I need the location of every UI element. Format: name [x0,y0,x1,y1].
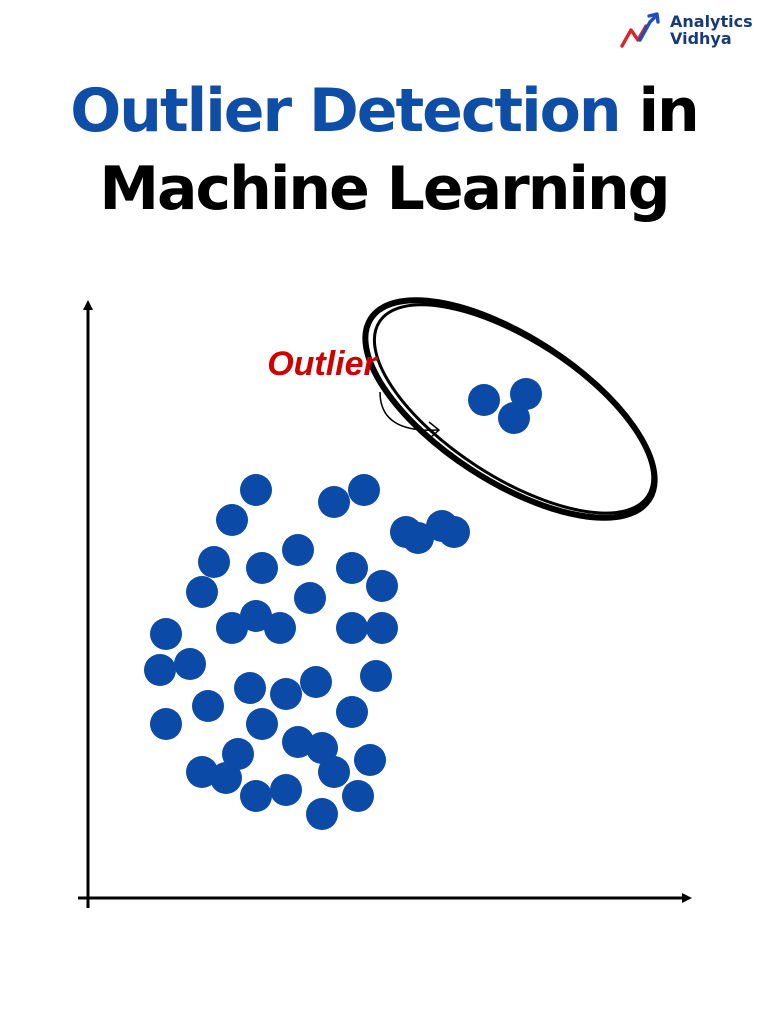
annotation-arrow-line [379,391,439,431]
cluster-point-1 [210,762,242,794]
cluster-point-27 [366,612,398,644]
cluster-point-14 [192,690,224,722]
page-title: Outlier Detection in Machine Learning [0,72,768,228]
cluster-point-35 [216,504,248,536]
title-highlight: Outlier Detection [70,76,621,146]
cluster-point-7 [186,756,218,788]
outlier-ellipse-inner [372,303,655,515]
cluster-point-34 [366,570,398,602]
brand-logo: Analytics Vidhya [620,10,753,50]
cluster-point-23 [240,600,272,632]
brand-name: Analytics Vidhya [670,13,753,47]
cluster-point-4 [306,798,338,830]
brand-name-line1: Analytics [670,12,753,31]
brand-name-line2: Vidhya [670,29,732,48]
cluster-point-9 [246,708,278,740]
cluster-point-3 [270,774,302,806]
cluster-point-30 [198,546,230,578]
plot-axes [78,300,692,908]
cluster-point-21 [174,648,206,680]
cluster-point-24 [264,612,296,644]
outlier-annotation: Outlier [267,297,658,521]
cluster-point-38 [348,474,380,506]
title-connector: in [638,76,699,146]
title-line-1: Outlier Detection in [0,72,768,150]
cluster-point-13 [150,708,182,740]
cluster-point-37 [318,486,350,518]
cluster-point-36 [240,474,272,506]
cluster-point-11 [306,732,338,764]
annotation-arrow-head-icon [428,421,441,439]
cluster-point-31 [246,552,278,584]
cluster-point-20 [144,654,176,686]
cluster-point-26 [336,612,368,644]
outlier-circle-icon [362,297,658,521]
cluster-point-40 [402,522,434,554]
outlier-point-2 [498,402,530,434]
cluster-point-5 [318,756,350,788]
cluster-point-17 [300,666,332,698]
cluster-point-10 [282,726,314,758]
cluster-point-25 [294,582,326,614]
title-line-2: Machine Learning [99,154,670,224]
cluster-point-22 [216,612,248,644]
scatter-plot: Outlier [78,297,692,908]
cluster-point-12 [354,744,386,776]
outlier-point-1 [468,384,500,416]
plot-points [144,378,542,830]
outlier-point-3 [510,378,542,410]
cluster-point-19 [360,660,392,692]
cluster-point-28 [150,618,182,650]
cluster-point-6 [342,780,374,812]
cluster-point-8 [222,738,254,770]
cluster-point-29 [186,576,218,608]
x-axis-arrow-icon [682,893,692,903]
cluster-point-33 [336,552,368,584]
cluster-point-15 [234,672,266,704]
y-axis-arrow-icon [83,300,93,310]
analytics-vidhya-logo-icon [620,12,660,48]
cluster-point-32 [282,534,314,566]
cluster-point-42 [438,516,470,548]
outlier-ellipse [362,297,658,521]
cluster-point-18 [336,696,368,728]
cluster-point-16 [270,678,302,710]
outlier-label: Outlier [267,345,378,383]
cluster-point-2 [240,780,272,812]
